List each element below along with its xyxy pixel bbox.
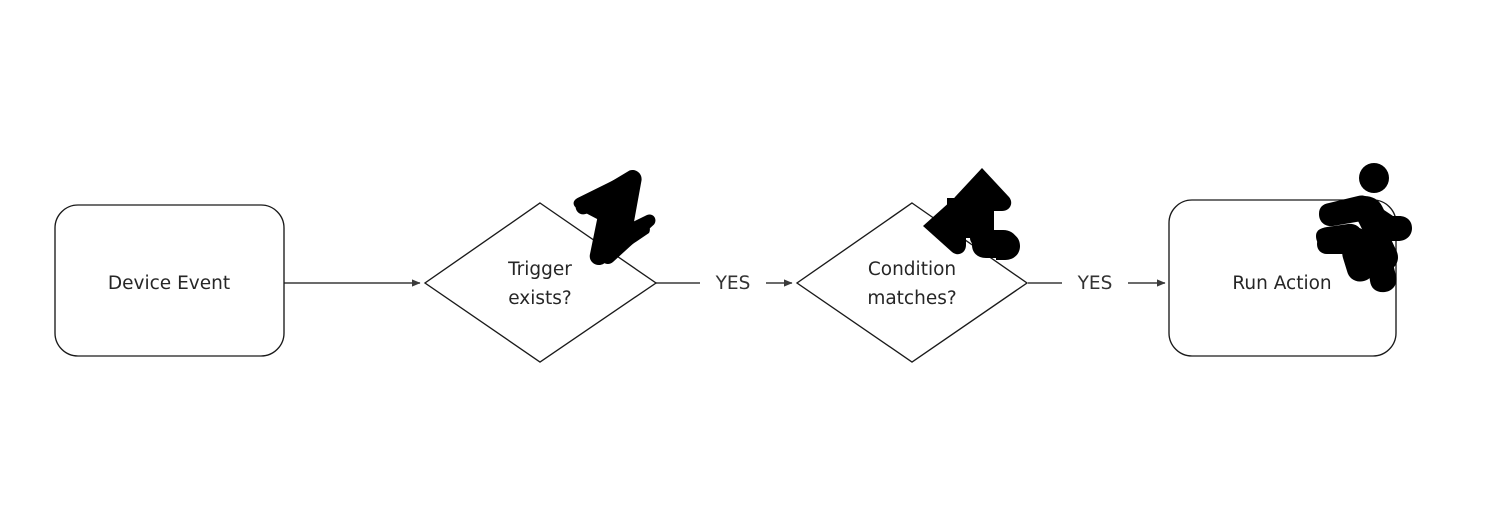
edge-label-yes-2: YES xyxy=(1077,273,1113,294)
lightning-bolt-icon xyxy=(573,170,656,266)
edge-trigger-to-condition: YES xyxy=(656,273,793,294)
condition-matches-label-line-1: Condition xyxy=(868,259,956,280)
node-device-event[interactable]: Device Event xyxy=(54,204,285,357)
condition-matches-label-line-2: matches? xyxy=(867,288,956,309)
edge-label-yes-1: YES xyxy=(715,273,751,294)
run-action-label: Run Action xyxy=(1232,273,1331,294)
node-condition-matches[interactable]: Condition matches? xyxy=(795,168,1029,363)
fork-arrow-icon xyxy=(923,168,1020,260)
node-trigger-exists[interactable]: Trigger exists? xyxy=(423,170,658,363)
running-person-icon xyxy=(1316,163,1412,293)
device-event-label: Device Event xyxy=(108,273,230,294)
device-event-shape[interactable] xyxy=(54,204,285,357)
trigger-exists-label-line-1: Trigger xyxy=(507,259,572,280)
trigger-exists-label-line-2: exists? xyxy=(508,288,572,309)
edge-condition-to-action: YES xyxy=(1028,273,1166,294)
node-run-action[interactable]: Run Action xyxy=(1168,163,1412,357)
